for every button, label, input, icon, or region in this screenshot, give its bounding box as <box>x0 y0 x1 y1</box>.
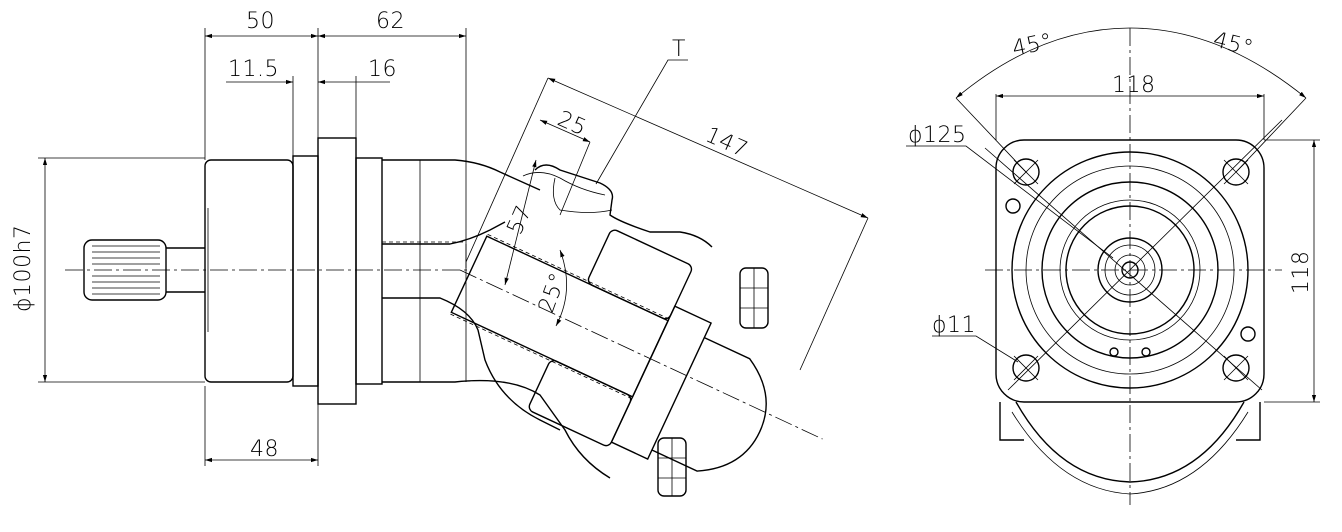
dim-total-length: 147 <box>702 123 752 164</box>
port-small-right <box>1141 347 1151 357</box>
dim-flange-width: 50 <box>246 9 275 34</box>
dim-tilt-angle: 25° <box>534 269 571 316</box>
spline-outer <box>1097 237 1163 303</box>
dim-housing-length: 62 <box>376 9 405 34</box>
pilot-hole-left <box>1005 198 1021 214</box>
dim-bolt-circle: ϕ125 <box>908 123 967 148</box>
bolt-circle <box>1041 181 1219 359</box>
outer-ring <box>1011 151 1249 389</box>
dim-hole-diameter: ϕ11 <box>932 313 976 338</box>
dim-head: 57 <box>503 202 538 239</box>
cylinder-block <box>450 229 823 472</box>
front-view: 45° 45° 118 118 ϕ125 ϕ11 <box>906 28 1320 505</box>
mounting-flange <box>317 137 383 405</box>
side-view: 50 62 11.5 16 48 ϕ100h7 25 147 57 25° T <box>11 9 869 497</box>
dim-tilt-offset: 25 <box>554 107 591 142</box>
dim-height: 118 <box>1289 251 1314 295</box>
mounting-hole-bl <box>1012 354 1040 382</box>
bolt-lower <box>657 437 687 497</box>
angle-right: 45° <box>1211 28 1256 62</box>
dim-bottom-length: 48 <box>250 437 279 462</box>
pilot-housing <box>204 155 319 387</box>
port-label-t: T <box>672 37 686 62</box>
shaft-bore <box>1121 261 1139 279</box>
shaft <box>83 239 205 301</box>
pilot-hole-right <box>1240 326 1256 342</box>
square-flange <box>995 139 1265 403</box>
dim-pilot-diameter: ϕ100h7 <box>11 225 36 312</box>
angle-left: 45° <box>1010 29 1055 62</box>
dim-step: 11.5 <box>228 57 279 82</box>
dim-flange-thickness: 16 <box>368 57 397 82</box>
mounting-hole-br <box>1222 354 1250 382</box>
dim-width: 118 <box>1112 73 1156 98</box>
port-small-left <box>1109 347 1119 357</box>
bolt-upper <box>739 267 769 329</box>
bent-housing <box>382 159 713 479</box>
